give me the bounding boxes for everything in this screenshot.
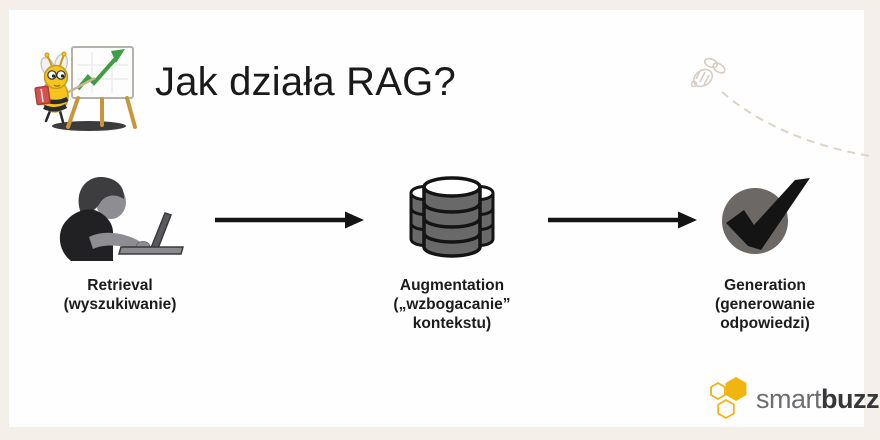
step-augmentation-labels: Augmentation („wzbogacanie” kontekstu): [393, 276, 510, 333]
honeycomb-logo-icon: [710, 377, 747, 420]
step-sublabel: („wzbogacanie”: [393, 296, 511, 313]
step-sublabel: kontekstu): [412, 315, 492, 332]
step-retrieval: Retrieval (wyszukiwanie): [20, 170, 220, 314]
arrow-right-icon: [548, 211, 697, 229]
step-label: Generation: [724, 277, 806, 294]
step-retrieval-icon-box: [55, 170, 185, 265]
step-label: Retrieval: [87, 277, 153, 294]
logo-text-smart: smart: [756, 383, 822, 414]
step-retrieval-labels: Retrieval (wyszukiwanie): [64, 276, 177, 314]
step-generation: Generation (generowanie odpowiedzi): [665, 170, 865, 333]
step-generation-icon-box: [719, 170, 811, 265]
step-label: Augmentation: [399, 277, 505, 294]
dashed-flight-path: [721, 91, 871, 157]
flying-bee-sketch-icon: [690, 57, 726, 88]
check-circle-icon: [722, 177, 810, 254]
step-augmentation: Augmentation („wzbogacanie” kontekstu): [352, 170, 552, 333]
step-generation-labels: Generation (generowanie odpowiedzi): [715, 276, 815, 333]
logo-text-buzz: buzz: [821, 383, 880, 414]
step-sublabel: (wyszukiwanie): [63, 296, 177, 313]
database-icon: [409, 175, 495, 258]
arrow-right-icon: [215, 211, 364, 229]
smartbuzz-logo: smartbuzz: [709, 376, 880, 422]
step-sublabel: odpowiedzi): [720, 315, 810, 332]
logo-wordmark: smartbuzz: [756, 383, 880, 415]
bee-presenter-mascot-icon: [34, 46, 137, 131]
page-title: Jak działa RAG?: [155, 60, 456, 104]
content-card: Jak działa RAG? Retrieval: [9, 10, 880, 427]
step-sublabel: (generowanie: [715, 296, 815, 313]
person-laptop-icon: [59, 176, 184, 261]
step-augmentation-icon-box: [407, 170, 497, 265]
